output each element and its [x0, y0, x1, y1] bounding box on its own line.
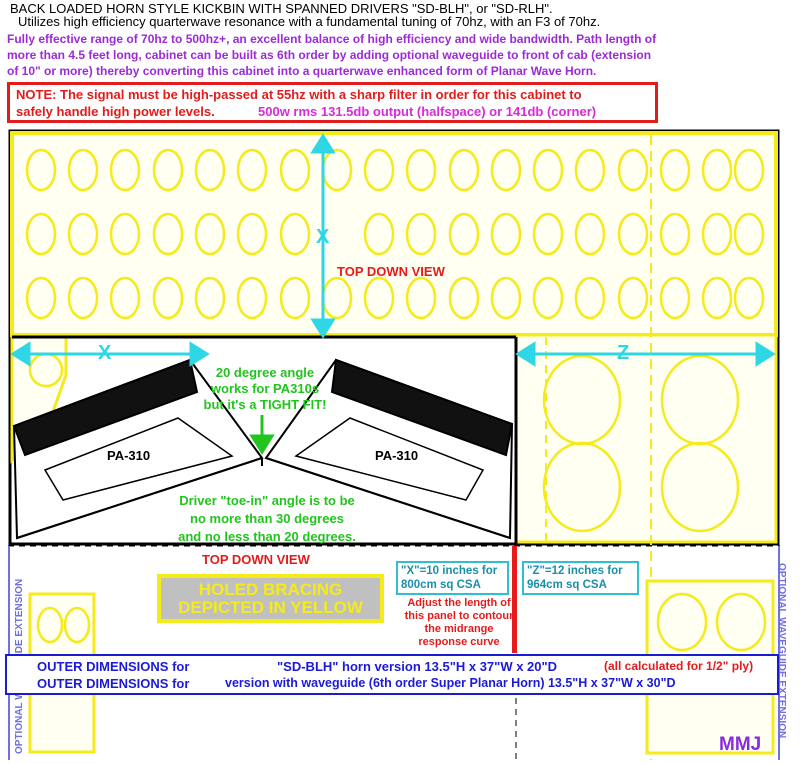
dimension-arrows — [10, 133, 776, 367]
bracing-note-line: DEPICTED IN YELLOW — [178, 598, 363, 617]
adjustable-panel — [512, 546, 517, 653]
x-csa-line: "X"=10 inches for — [401, 565, 498, 577]
note-box: NOTE: The signal must be high-passed at … — [7, 82, 658, 123]
bracing-note: HOLED BRACING DEPICTED IN YELLOW — [157, 574, 384, 623]
driver-right-label: PA-310 — [375, 448, 419, 463]
toe-in-line: and no less than 20 degrees. — [178, 529, 356, 544]
z-csa-box: "Z"=12 inches for 964cm sq CSA — [522, 561, 639, 595]
waveguide-edge-right — [778, 546, 780, 760]
angle-note-line: 20 degree angle — [215, 365, 315, 380]
description-line: more than 4.5 feet long, cabinet can be … — [7, 48, 652, 62]
angle-arrow — [249, 415, 275, 455]
top-view-label: TOP DOWN VIEW — [337, 264, 445, 279]
dim-row2-value: version with waveguide (6th order Super … — [225, 676, 676, 690]
adjust-note: Adjust the length of this panel to conto… — [399, 597, 519, 649]
driver-right — [264, 358, 514, 540]
driver-left-label: PA-310 — [107, 448, 151, 463]
top-view-label-2: TOP DOWN VIEW — [202, 552, 310, 567]
diagram-subtitle: Utilizes high efficiency quarterwave res… — [18, 14, 601, 29]
angle-note-line: works for PA310s — [210, 381, 320, 396]
description-block: Fully effective range of 70hz to 500hz+,… — [7, 31, 656, 79]
z-label: Z — [617, 342, 630, 364]
adjust-note-line: the midrange — [424, 623, 494, 635]
dim-row1-value: "SD-BLH" horn version 13.5"H x 37"W x 20… — [277, 659, 558, 674]
diagram-title: BACK LOADED HORN STYLE KICKBIN WITH SPAN… — [10, 1, 553, 16]
adjust-note-line: this panel to contour — [404, 610, 514, 622]
right-bracing-panel — [514, 333, 778, 544]
toe-in-note: Driver "toe-in" angle is to be no more t… — [157, 492, 377, 546]
note-line-2: safely handle high power levels. — [16, 104, 215, 119]
x-label-horizontal: X — [98, 342, 112, 364]
driver-left — [12, 358, 264, 540]
dim-row1-note: (all calculated for 1/2" ply) — [604, 659, 754, 673]
bracing-note-line: HOLED BRACING — [198, 580, 343, 599]
toe-in-line: no more than 30 degrees — [190, 511, 344, 526]
signature: MMJ — [719, 734, 762, 755]
angle-note: 20 degree angle works for PA310s but it'… — [200, 365, 330, 413]
angle-note-line: but it's a TIGHT FIT! — [203, 397, 327, 412]
waveguide-label-right: OPTIONAL WAVEGUIDE EXTENSION — [776, 563, 787, 739]
note-power: 500w rms 131.5db output (halfspace) or 1… — [258, 104, 597, 119]
dim-row1-label: OUTER DIMENSIONS for — [37, 659, 190, 674]
dim-row2-label: OUTER DIMENSIONS for — [37, 676, 190, 691]
dimensions-box: OUTER DIMENSIONS for "SD-BLH" horn versi… — [5, 654, 779, 695]
note-line-1: NOTE: The signal must be high-passed at … — [16, 87, 582, 102]
x-label-vertical: X — [316, 226, 330, 248]
waveguide-edge-left — [8, 546, 10, 760]
toe-in-line: Driver "toe-in" angle is to be — [179, 493, 355, 508]
x-csa-line: 800cm sq CSA — [401, 579, 481, 591]
description-line: of 10" or more) thereby converting this … — [7, 64, 597, 78]
z-csa-line: "Z"=12 inches for — [527, 565, 623, 577]
description-line: Fully effective range of 70hz to 500hz+,… — [7, 32, 657, 46]
adjust-note-line: response curve — [418, 636, 500, 648]
bracing-holes — [25, 148, 765, 533]
x-csa-box: "X"=10 inches for 800cm sq CSA — [396, 561, 509, 595]
z-csa-line: 964cm sq CSA — [527, 579, 607, 591]
adjust-note-line: Adjust the length of — [407, 597, 511, 609]
